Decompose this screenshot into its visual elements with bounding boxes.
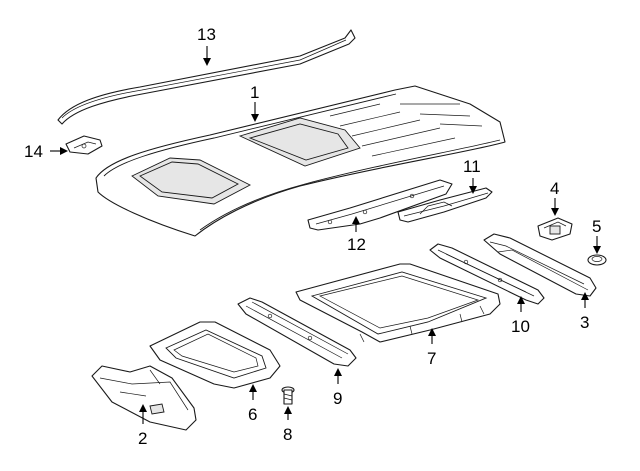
part-6-sunroof-frame	[149, 321, 281, 389]
leader-lines	[50, 46, 601, 424]
callout-10: 10	[511, 317, 530, 336]
part-12-header	[307, 179, 453, 231]
part-4-bracket	[537, 217, 573, 241]
part-1-roof-panel	[95, 85, 506, 237]
part-2-front-header-panel	[91, 365, 197, 431]
part-9-roof-bow	[237, 297, 357, 367]
callout-13: 13	[197, 25, 216, 44]
callout-1: 1	[250, 83, 259, 102]
part-14-clip	[65, 135, 103, 155]
callout-9: 9	[333, 389, 342, 408]
callout-12: 12	[347, 235, 366, 254]
part-13-roof-molding	[57, 29, 356, 125]
callout-14: 14	[24, 142, 43, 161]
callout-labels: 13 1 14 11 12 4 5 3 10 7 9 6 8 2	[24, 25, 601, 448]
callout-4: 4	[550, 179, 559, 198]
callout-8: 8	[283, 425, 292, 444]
callout-6: 6	[248, 405, 257, 424]
callout-5: 5	[592, 217, 601, 236]
callout-2: 2	[138, 429, 147, 448]
part-3-rear-header	[483, 233, 597, 297]
part-10-roof-bow	[429, 243, 545, 305]
part-7-sunroof-frame	[295, 263, 501, 343]
part-8-bolt	[281, 386, 295, 405]
callout-3: 3	[580, 313, 589, 332]
part-5-plug	[587, 254, 607, 266]
callout-11: 11	[463, 157, 481, 176]
part-11-reinforcement	[397, 187, 493, 223]
callout-7: 7	[427, 349, 436, 368]
